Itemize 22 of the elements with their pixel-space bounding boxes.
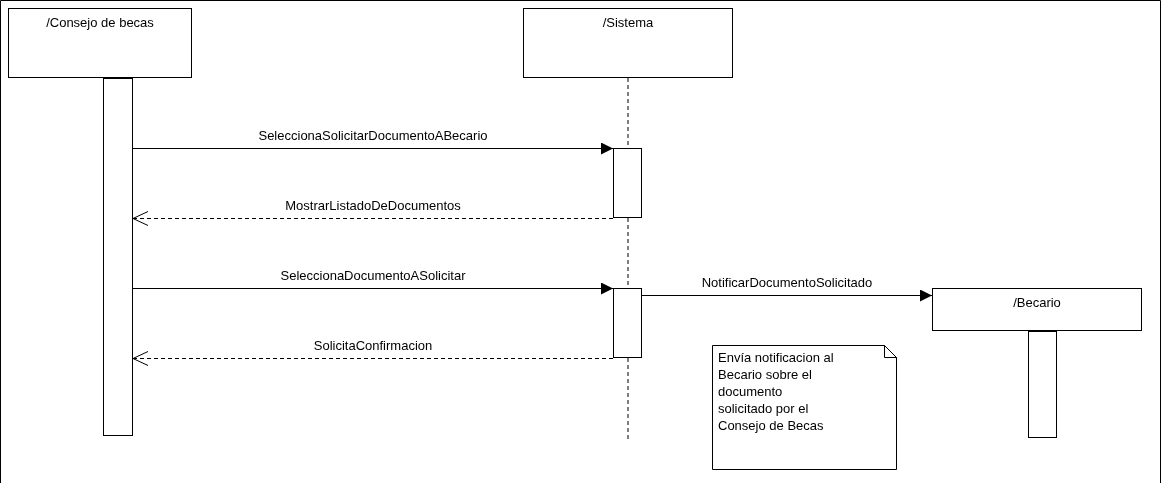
message-label: SolicitaConfirmacion (313, 338, 433, 353)
message-arrow (132, 142, 614, 155)
participant-box (8, 8, 192, 78)
message-arrow (132, 211, 614, 226)
participant-name: /Consejo de becas (45, 15, 155, 30)
activation-bar (1028, 331, 1057, 438)
message-arrow (132, 282, 614, 295)
activation-bar (613, 148, 642, 218)
message-label: NotificarDocumentoSolicitado (701, 275, 873, 290)
message-label: SeleccionaDocumentoASolicitar (280, 268, 466, 283)
note-card (712, 345, 897, 470)
participant-box (523, 8, 733, 78)
message-label: MostrarListadoDeDocumentos (285, 198, 461, 213)
activation-bar (103, 78, 133, 436)
note-text: Envía notificacion al Becario sobre el documento solicitado por el Consejo de Becas (718, 349, 835, 434)
participant-name: /Becario (1012, 295, 1062, 310)
activation-bar (613, 288, 642, 358)
participant-box (932, 288, 1142, 331)
message-label: SeleccionaSolicitarDocumentoABecario (258, 128, 488, 143)
message-arrow (132, 351, 614, 366)
participant-name: /Sistema (601, 15, 655, 30)
message-arrow (641, 289, 933, 302)
